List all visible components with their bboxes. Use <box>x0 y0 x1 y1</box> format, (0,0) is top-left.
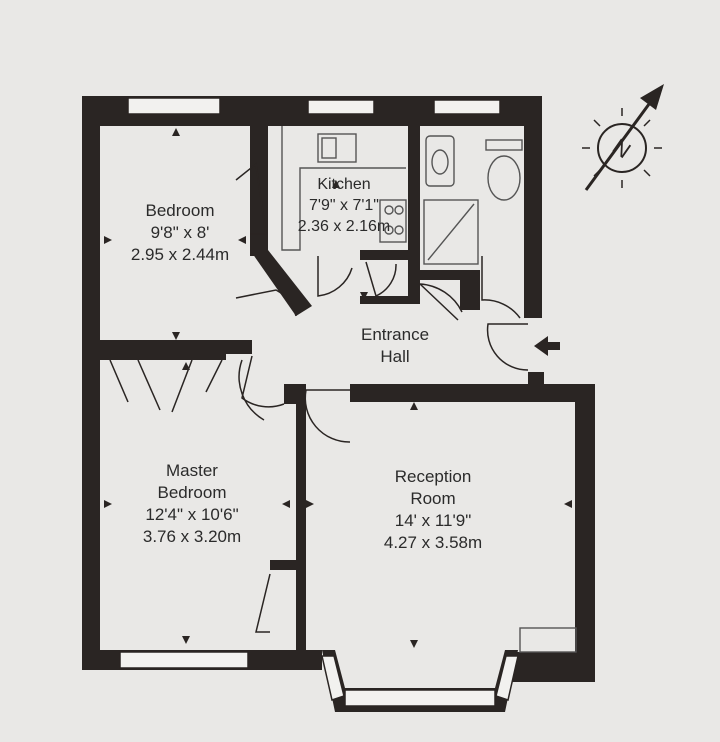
entrance-hall-name-2: Hall <box>380 347 410 366</box>
wall-right-upper <box>524 96 542 318</box>
marker <box>104 500 112 508</box>
door-master <box>241 355 285 408</box>
marker <box>360 292 368 300</box>
window-bedroom <box>127 97 221 115</box>
bedroom-name: Bedroom <box>145 201 215 220</box>
window-bay-left <box>321 655 345 701</box>
marker <box>172 128 180 136</box>
master-bedroom-imperial: 12'4" x 10'6" <box>145 505 239 524</box>
window-master <box>119 651 249 669</box>
wall-master-reception-top <box>284 384 306 404</box>
toilet-cistern-icon <box>485 139 523 151</box>
wall-entry-stub <box>528 372 544 390</box>
window-bay-right <box>495 655 519 701</box>
kitchen-sink-icon <box>317 133 357 163</box>
reception-room-name-2: Room <box>410 489 456 508</box>
marker <box>172 332 180 340</box>
reception-radiator <box>519 627 577 653</box>
door-wardrobe-1 <box>109 359 129 403</box>
wall-left <box>82 96 100 670</box>
marker <box>238 236 246 244</box>
master-bedroom-metric: 3.76 x 3.20m <box>142 527 242 546</box>
reception-room-label: Reception Room 14' x 11'9" 4.27 x 3.58m <box>384 466 482 554</box>
wall-bath-bottom-right <box>460 270 480 310</box>
marker <box>564 500 572 508</box>
hob-ring-3 <box>384 225 394 235</box>
door-master-swing <box>238 359 265 421</box>
hob-icon <box>379 199 407 243</box>
marker <box>104 236 112 244</box>
markers <box>104 128 572 648</box>
hob-ring-4 <box>394 225 404 235</box>
kitchen-sink-basin-icon <box>321 137 337 159</box>
master-bedroom-name-2: Bedroom <box>157 483 227 502</box>
reception-room-name-1: Reception <box>394 467 472 486</box>
door-wardrobe-3 <box>171 359 193 413</box>
wall-reception-top <box>350 384 595 402</box>
marker <box>410 402 418 410</box>
kitchen-metric: 2.36 x 2.16m <box>297 218 391 235</box>
kitchen-label: Kitchen 7'9" x 7'1" 2.36 x 2.16m <box>298 174 391 237</box>
door-wardrobe-4 <box>205 359 223 393</box>
reception-room-metric: 4.27 x 3.58m <box>383 533 483 552</box>
door-reception <box>304 389 351 443</box>
master-bedroom-label: Master Bedroom 12'4" x 10'6" 3.76 x 3.20… <box>143 460 241 548</box>
fixtures <box>281 126 577 653</box>
hob-ring-2 <box>394 205 404 215</box>
basin-icon <box>425 135 455 187</box>
door-kitchen <box>317 256 353 297</box>
marker <box>332 180 340 188</box>
wall-master-side <box>270 560 296 570</box>
door-wc-cupboard <box>419 283 463 321</box>
wall-master-reception <box>296 384 306 670</box>
entrance-arrow-icon <box>534 336 560 356</box>
wall-wardrobe <box>100 354 226 360</box>
door-wardrobe-2 <box>137 359 161 411</box>
basin-bowl-icon <box>431 149 449 175</box>
wall-bedroom-master <box>82 340 252 354</box>
door-cupboard <box>365 261 397 298</box>
window-bay-front <box>344 689 496 707</box>
compass-letter: N <box>608 134 635 164</box>
marker <box>282 500 290 508</box>
door-bedroom-cupboard <box>235 162 267 235</box>
wall-kitchen-right <box>408 96 420 296</box>
window-kitchen <box>307 99 375 115</box>
bedroom-label: Bedroom 9'8" x 8' 2.95 x 2.44m <box>131 200 229 266</box>
marker <box>182 362 190 370</box>
window-bathroom <box>433 99 501 115</box>
hob-ring-1 <box>384 205 394 215</box>
master-bedroom-name-1: Master <box>166 461 218 480</box>
door-bedroom <box>235 289 297 317</box>
entrance-hall-name-1: Entrance <box>360 325 430 344</box>
kitchen-name: Kitchen <box>317 176 371 193</box>
marker <box>182 636 190 644</box>
entrance-hall-label: Entrance Hall <box>361 324 429 368</box>
wall-right-lower <box>575 384 595 682</box>
bedroom-metric: 2.95 x 2.44m <box>130 245 230 264</box>
kitchen-imperial: 7'9" x 7'1" <box>309 197 379 214</box>
door-front <box>486 323 529 371</box>
door-master-cupboard <box>255 573 271 633</box>
marker <box>306 500 314 508</box>
kitchen-counter <box>281 126 406 251</box>
windows <box>119 97 519 707</box>
door-bathroom <box>481 256 521 319</box>
marker <box>410 640 418 648</box>
wall-bedroom-diagonal <box>250 250 312 316</box>
north-arrow-icon: N <box>582 84 664 191</box>
wall-kitchen-lower <box>360 250 412 260</box>
wall-cupboard <box>360 296 420 304</box>
shower-tray-icon <box>423 199 479 265</box>
bedroom-imperial: 9'8" x 8' <box>150 223 210 242</box>
reception-room-imperial: 14' x 11'9" <box>394 511 472 530</box>
toilet-bowl-icon <box>487 155 521 201</box>
shower-tray-diagonal <box>427 203 475 261</box>
wall-bath-bottom <box>416 270 480 280</box>
